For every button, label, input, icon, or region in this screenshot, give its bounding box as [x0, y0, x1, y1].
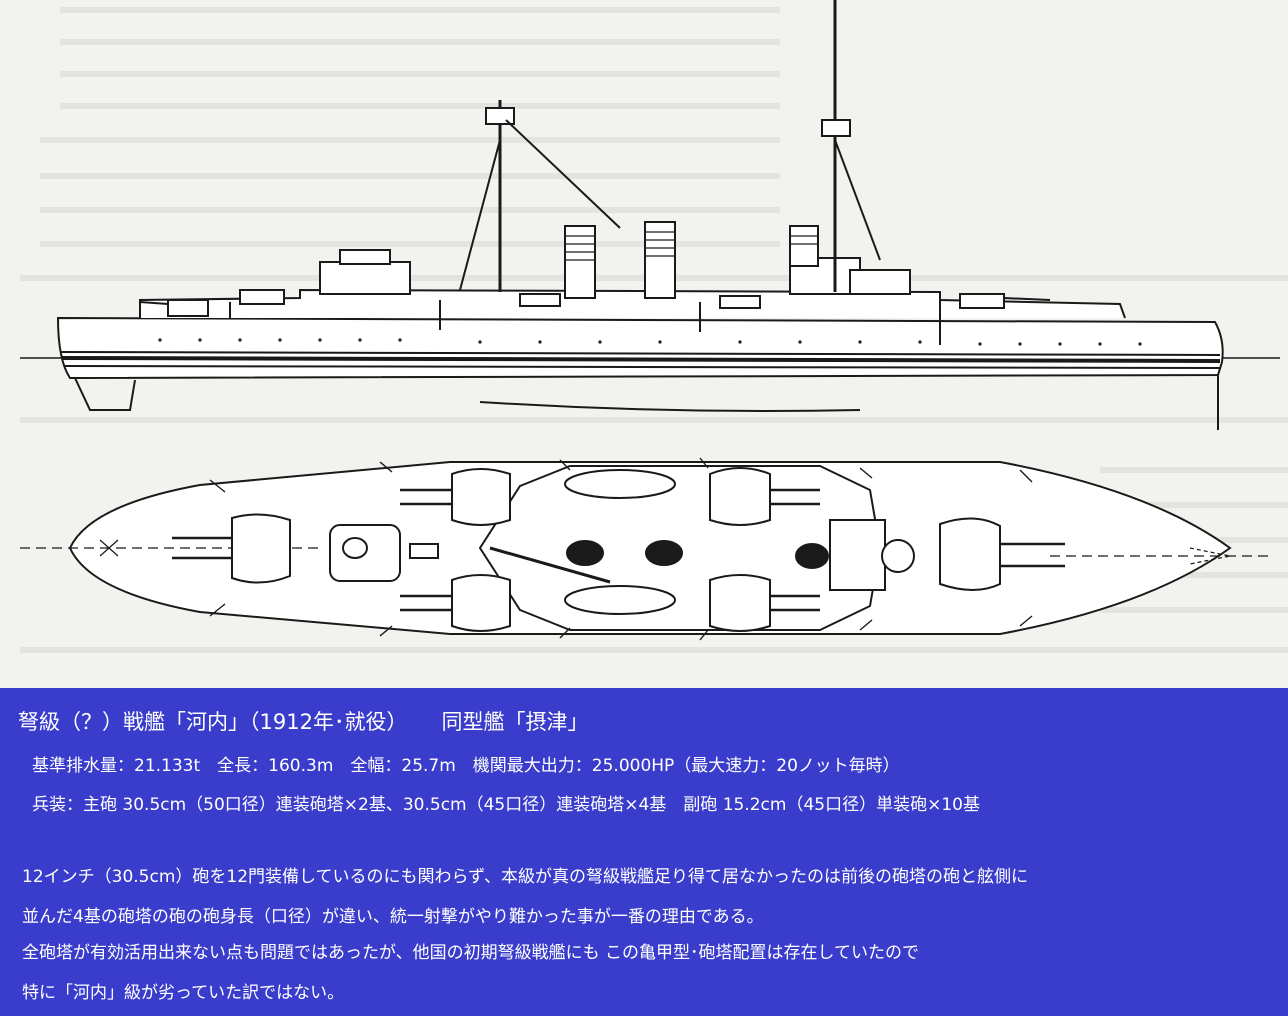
spec-line-armament: 兵装：主砲 30.5cm（50口径）連装砲塔×2基、30.5cm（45口径）連装…: [32, 795, 980, 815]
turret-aft: [939, 517, 1001, 591]
sister-ship-title: 同型艦「摂津」: [441, 710, 589, 734]
side-profile-view: [20, 0, 1280, 430]
spec-line-dimensions: 基準排水量：21.133t 全長：160.3m 全幅：25.7m 機関最大出力：…: [32, 756, 900, 776]
turret-fore: [231, 513, 291, 584]
description-line-3: 全砲塔が有効活用出来ない点も問題ではあったが、他国の初期弩級戦艦にも この亀甲型…: [22, 943, 920, 963]
ship-title: 弩級（？）戦艦「河内」（1912年･就役） 同型艦「摂津」: [18, 706, 588, 736]
ship-drawing-area: [0, 0, 1288, 688]
turret-port-aft: [709, 467, 771, 526]
turret-port-fore: [451, 468, 511, 526]
turret-starboard-fore: [451, 574, 511, 632]
description-line-2: 並んだ4基の砲塔の砲の砲身長（口径）が違い、統一射撃がやり難かった事が一番の理由…: [22, 907, 764, 927]
ship-name-title: 弩級（？）戦艦「河内」（1912年･就役）: [18, 710, 408, 734]
description-line-1: 12インチ（30.5cm）砲を12門装備しているのにも関わらず、本級が真の弩級戦…: [22, 867, 1028, 887]
ship-drawings: [20, 0, 1288, 653]
turret-starboard-aft: [709, 574, 771, 632]
description-line-4: 特に「河内」級が劣っていた訳ではない。: [22, 983, 345, 1003]
top-plan-view: [20, 457, 1270, 641]
caption-panel: 弩級（？）戦艦「河内」（1912年･就役） 同型艦「摂津」 基準排水量：21.13…: [0, 688, 1288, 1016]
